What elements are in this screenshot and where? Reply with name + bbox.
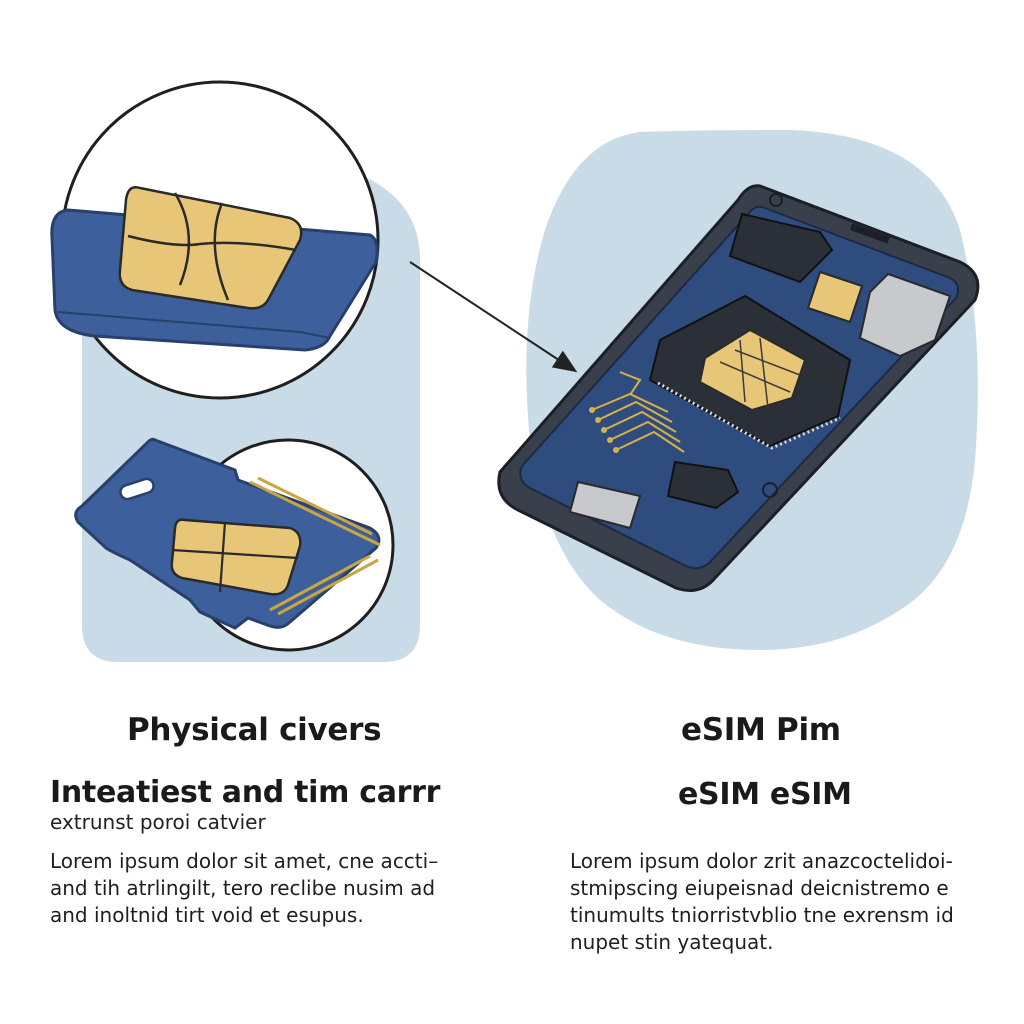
sim-card-icon [50,80,380,400]
right-subheading: eSIM eSIM [678,777,852,812]
connector-block [858,272,952,358]
right-paragraph-line: stmipscing eiupeisnad deicnistremo e [570,876,949,900]
left-paragraph: Lorem ipsum dolor sit amet, cne accti– a… [50,848,439,929]
sim-chip [118,186,303,310]
left-subheading: Inteatiest and tim carrr [50,775,441,810]
right-paragraph-line: tinumults tniorristvblio tne exrensm id [570,903,954,927]
esim-gold-chip [698,328,807,412]
right-paragraph-line: nupet stin yatequat. [570,930,774,954]
right-heading: eSIM Pim [681,712,841,748]
right-paragraph: Lorem ipsum dolor zrit anazcoctelidoi- s… [570,848,970,956]
right-paragraph-line: Lorem ipsum dolor zrit anazcoctelidoi- [570,849,953,873]
left-paragraph-line: Lorem ipsum dolor sit amet, cne accti– [50,849,439,873]
tray-chip [170,518,302,596]
sim-card-tray-icon [74,437,395,652]
left-heading: Physical civers [127,712,382,748]
left-paragraph-line: and inoltnid tirt void et esupus. [50,903,364,927]
left-paragraph-line: and tih atrlingilt, tero reclibe nusim a… [50,876,436,900]
arrow-icon [409,261,578,373]
left-caption: extrunst poroi catvier [50,810,266,834]
phone-esim-board-icon [497,184,980,592]
